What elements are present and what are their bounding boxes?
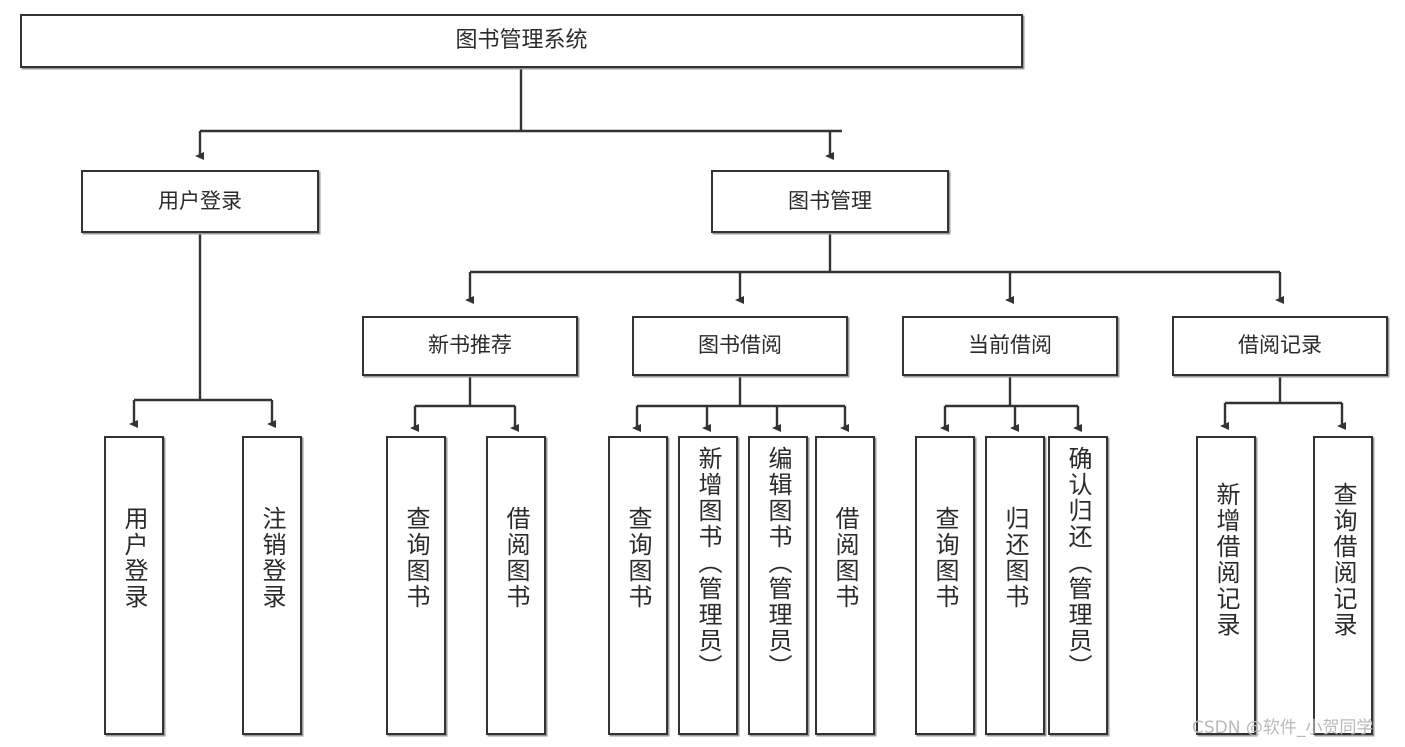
leaf-query-borrow-record[interactable]: 查询借阅记录 <box>1313 436 1373 735</box>
leaf-logout-login[interactable]: 注销登录 <box>242 436 302 735</box>
node-book-borrow[interactable]: 图书借阅 <box>632 316 848 376</box>
node-current-borrow[interactable]: 当前借阅 <box>902 316 1118 376</box>
node-book-management[interactable]: 图书管理 <box>711 170 949 233</box>
node-label: 用户登录 <box>120 506 148 610</box>
node-label: 新书推荐 <box>428 333 512 358</box>
leaf-return-book[interactable]: 归还图书 <box>985 436 1045 735</box>
node-root-book-management-system[interactable]: 图书管理系统 <box>20 14 1023 68</box>
leaf-query-book-borrow[interactable]: 查询图书 <box>608 436 668 735</box>
leaf-edit-book-admin[interactable]: 编辑图书（管理员） <box>748 436 808 735</box>
node-label: 确认归还（管理员） <box>1064 446 1092 680</box>
leaf-query-book-recommend[interactable]: 查询图书 <box>386 436 446 735</box>
node-label: 新增借阅记录 <box>1212 482 1240 638</box>
node-label: 查询图书 <box>624 506 652 610</box>
node-label: 查询图书 <box>931 506 959 610</box>
leaf-confirm-return-admin[interactable]: 确认归还（管理员） <box>1048 436 1108 735</box>
watermark-text: CSDN @软件_小贺同学 <box>1192 718 1374 738</box>
node-label: 查询图书 <box>402 506 430 610</box>
node-label: 归还图书 <box>1001 506 1029 610</box>
node-label: 借阅图书 <box>831 506 859 610</box>
node-label: 图书管理 <box>788 188 872 213</box>
node-label: 编辑图书（管理员） <box>764 446 792 680</box>
node-label: 图书管理系统 <box>455 27 588 53</box>
node-label: 借阅图书 <box>502 506 530 610</box>
node-label: 借阅记录 <box>1238 333 1322 358</box>
leaf-borrow-book[interactable]: 借阅图书 <box>815 436 875 735</box>
leaf-borrow-book-recommend[interactable]: 借阅图书 <box>486 436 546 735</box>
leaf-query-book-current[interactable]: 查询图书 <box>915 436 975 735</box>
node-borrow-record[interactable]: 借阅记录 <box>1172 316 1388 376</box>
node-new-book-recommendation[interactable]: 新书推荐 <box>362 316 578 376</box>
node-label: 用户登录 <box>158 188 242 213</box>
node-user-login[interactable]: 用户登录 <box>81 170 319 233</box>
node-label: 注销登录 <box>258 506 286 610</box>
node-label: 图书借阅 <box>698 333 782 358</box>
leaf-add-book-admin[interactable]: 新增图书（管理员） <box>678 436 738 735</box>
leaf-user-login[interactable]: 用户登录 <box>104 436 164 735</box>
node-label: 查询借阅记录 <box>1329 482 1357 638</box>
node-label: 当前借阅 <box>968 333 1052 358</box>
leaf-add-borrow-record[interactable]: 新增借阅记录 <box>1196 436 1256 735</box>
node-label: 新增图书（管理员） <box>694 446 722 680</box>
